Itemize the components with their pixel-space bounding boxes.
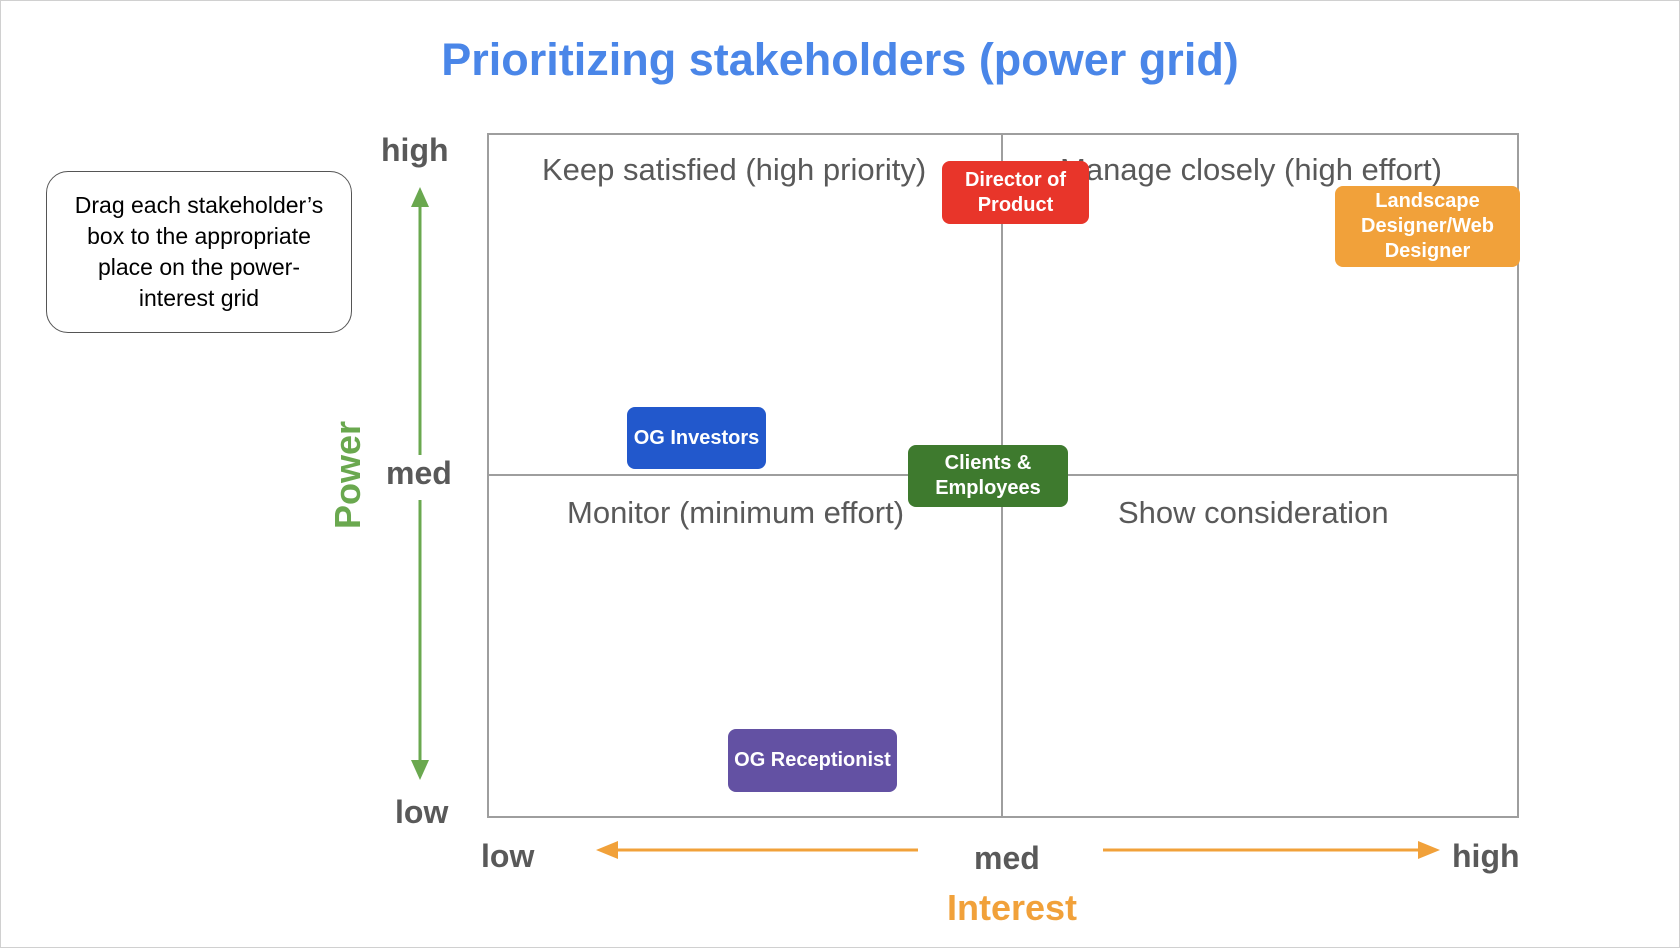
stakeholder-label: Director of Product <box>964 168 1067 216</box>
stakeholder-og-receptionist[interactable]: OG Receptionist <box>728 729 897 792</box>
quadrant-label-keep-satisfied: Keep satisfied (high priority) <box>542 152 927 187</box>
stakeholder-label: Clients & Employees <box>935 452 1041 499</box>
instructions-box: Drag each stakeholder’s box to the appro… <box>46 171 352 333</box>
stakeholder-clients-employees[interactable]: Clients & Employees <box>908 445 1068 507</box>
interest-axis-title: Interest <box>946 887 1078 928</box>
quadrant-label-monitor: Monitor (minimum effort) <box>567 495 905 530</box>
stakeholder-label: OG Investors <box>633 426 760 449</box>
power-high-label: high <box>381 132 449 168</box>
power-low-label: low <box>395 794 449 830</box>
power-med-label: med <box>386 455 452 491</box>
page-title: Prioritizing stakeholders (power grid) <box>441 34 1239 85</box>
power-axis-title: Power <box>327 420 368 530</box>
quadrant-label-show-consideration: Show consideration <box>1118 495 1389 530</box>
stakeholder-og-investors[interactable]: OG Investors <box>627 407 766 469</box>
instructions-text: Drag each stakeholder’s box to the appro… <box>74 192 324 311</box>
stakeholder-label: OG Receptionist <box>734 749 891 771</box>
stakeholder-director-of-product[interactable]: Director of Product <box>942 161 1089 224</box>
interest-high-label: high <box>1452 838 1520 874</box>
interest-low-label: low <box>481 838 535 874</box>
stakeholder-label: Landscape Designer/Web Designer <box>1361 190 1494 262</box>
stakeholder-landscape-designer[interactable]: Landscape Designer/Web Designer <box>1335 186 1520 267</box>
interest-med-label: med <box>974 840 1040 876</box>
quadrant-label-manage-closely: Manage closely (high effort) <box>1060 152 1442 187</box>
